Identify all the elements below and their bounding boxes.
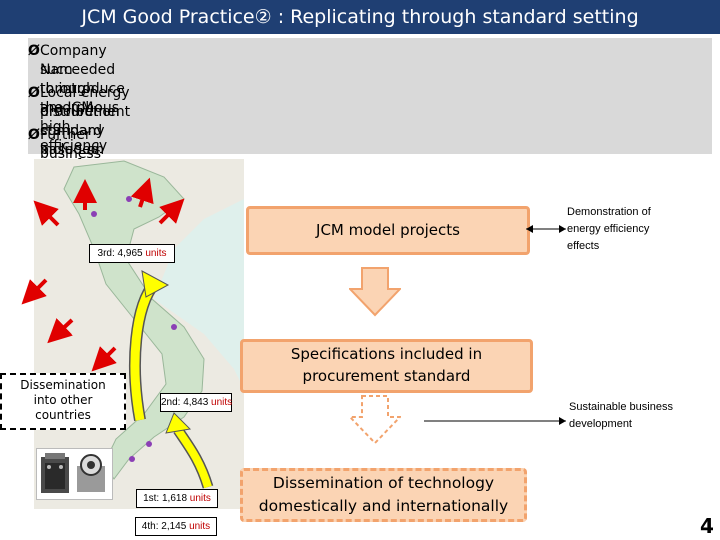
label-count: 4th: 2,145 [142, 521, 189, 532]
flow-step-jcm-model-projects: JCM model projects [246, 206, 530, 255]
dissemination-line: countries [2, 408, 124, 423]
bullet-marker: Ø [28, 126, 40, 145]
note-demonstration: Demonstration of energy efficiency effec… [567, 204, 707, 255]
note-line: effects [567, 238, 707, 255]
flow-step-dissemination: Dissemination of technology domestically… [240, 468, 527, 522]
label-count: 1st: 1,618 [143, 493, 190, 504]
map-label-third: 3rd: 4,965 units [89, 244, 175, 263]
note-line: energy efficiency [567, 221, 707, 238]
page-title: JCM Good Practice② : Replicating through… [0, 0, 720, 34]
red-arrow-icon [160, 207, 176, 223]
dissemination-line: Dissemination [2, 375, 124, 393]
bullet-marker: Ø [28, 42, 40, 61]
product-images [36, 448, 113, 500]
flow-step-label: Specifications included in [243, 342, 530, 365]
down-arrow-icon [349, 267, 401, 317]
connector-line [520, 215, 570, 245]
label-unit: units [190, 493, 211, 504]
label-count: 3rd: 4,965 [98, 248, 146, 259]
map-label-first: 1st: 1,618 units [136, 489, 218, 508]
note-line: Demonstration of [567, 204, 707, 221]
map-label-second: 2nd: 4,843 units [160, 393, 232, 412]
flow-step-label: JCM model projects [316, 221, 460, 239]
flow-step-label: domestically and internationally [243, 495, 524, 518]
note-sustainable: Sustainable business development [569, 399, 709, 433]
red-arrow-icon [140, 189, 146, 207]
red-arrow-icon [56, 320, 72, 335]
bullet-list: Ø Company succeeded to introduce amorpho… [28, 38, 712, 154]
red-arrow-icon [42, 209, 58, 225]
bullet-marker: Ø [28, 84, 40, 103]
dissemination-line: into other [2, 393, 124, 408]
flow-step-specifications: Specifications included in procurement s… [240, 339, 533, 393]
red-arrow-icon [30, 280, 46, 296]
flow-step-label: procurement standard [243, 365, 530, 387]
map-label-fourth: 4th: 2,145 units [135, 517, 217, 536]
label-unit: units [145, 248, 166, 259]
label-unit: units [189, 521, 210, 532]
flow-step-label: Dissemination of technology [243, 471, 524, 495]
label-count: 2nd: 4,843 [161, 397, 211, 408]
note-line: development [569, 416, 709, 433]
dissemination-box: Dissemination into other countries [0, 373, 126, 430]
coil-product-image [73, 452, 109, 496]
connector-line [420, 405, 570, 435]
page-number: 4 [696, 512, 718, 540]
yellow-curved-arrow-icon [166, 413, 208, 487]
note-line: Sustainable business [569, 399, 709, 416]
down-arrow-icon [349, 395, 401, 445]
label-unit: units [211, 397, 232, 408]
